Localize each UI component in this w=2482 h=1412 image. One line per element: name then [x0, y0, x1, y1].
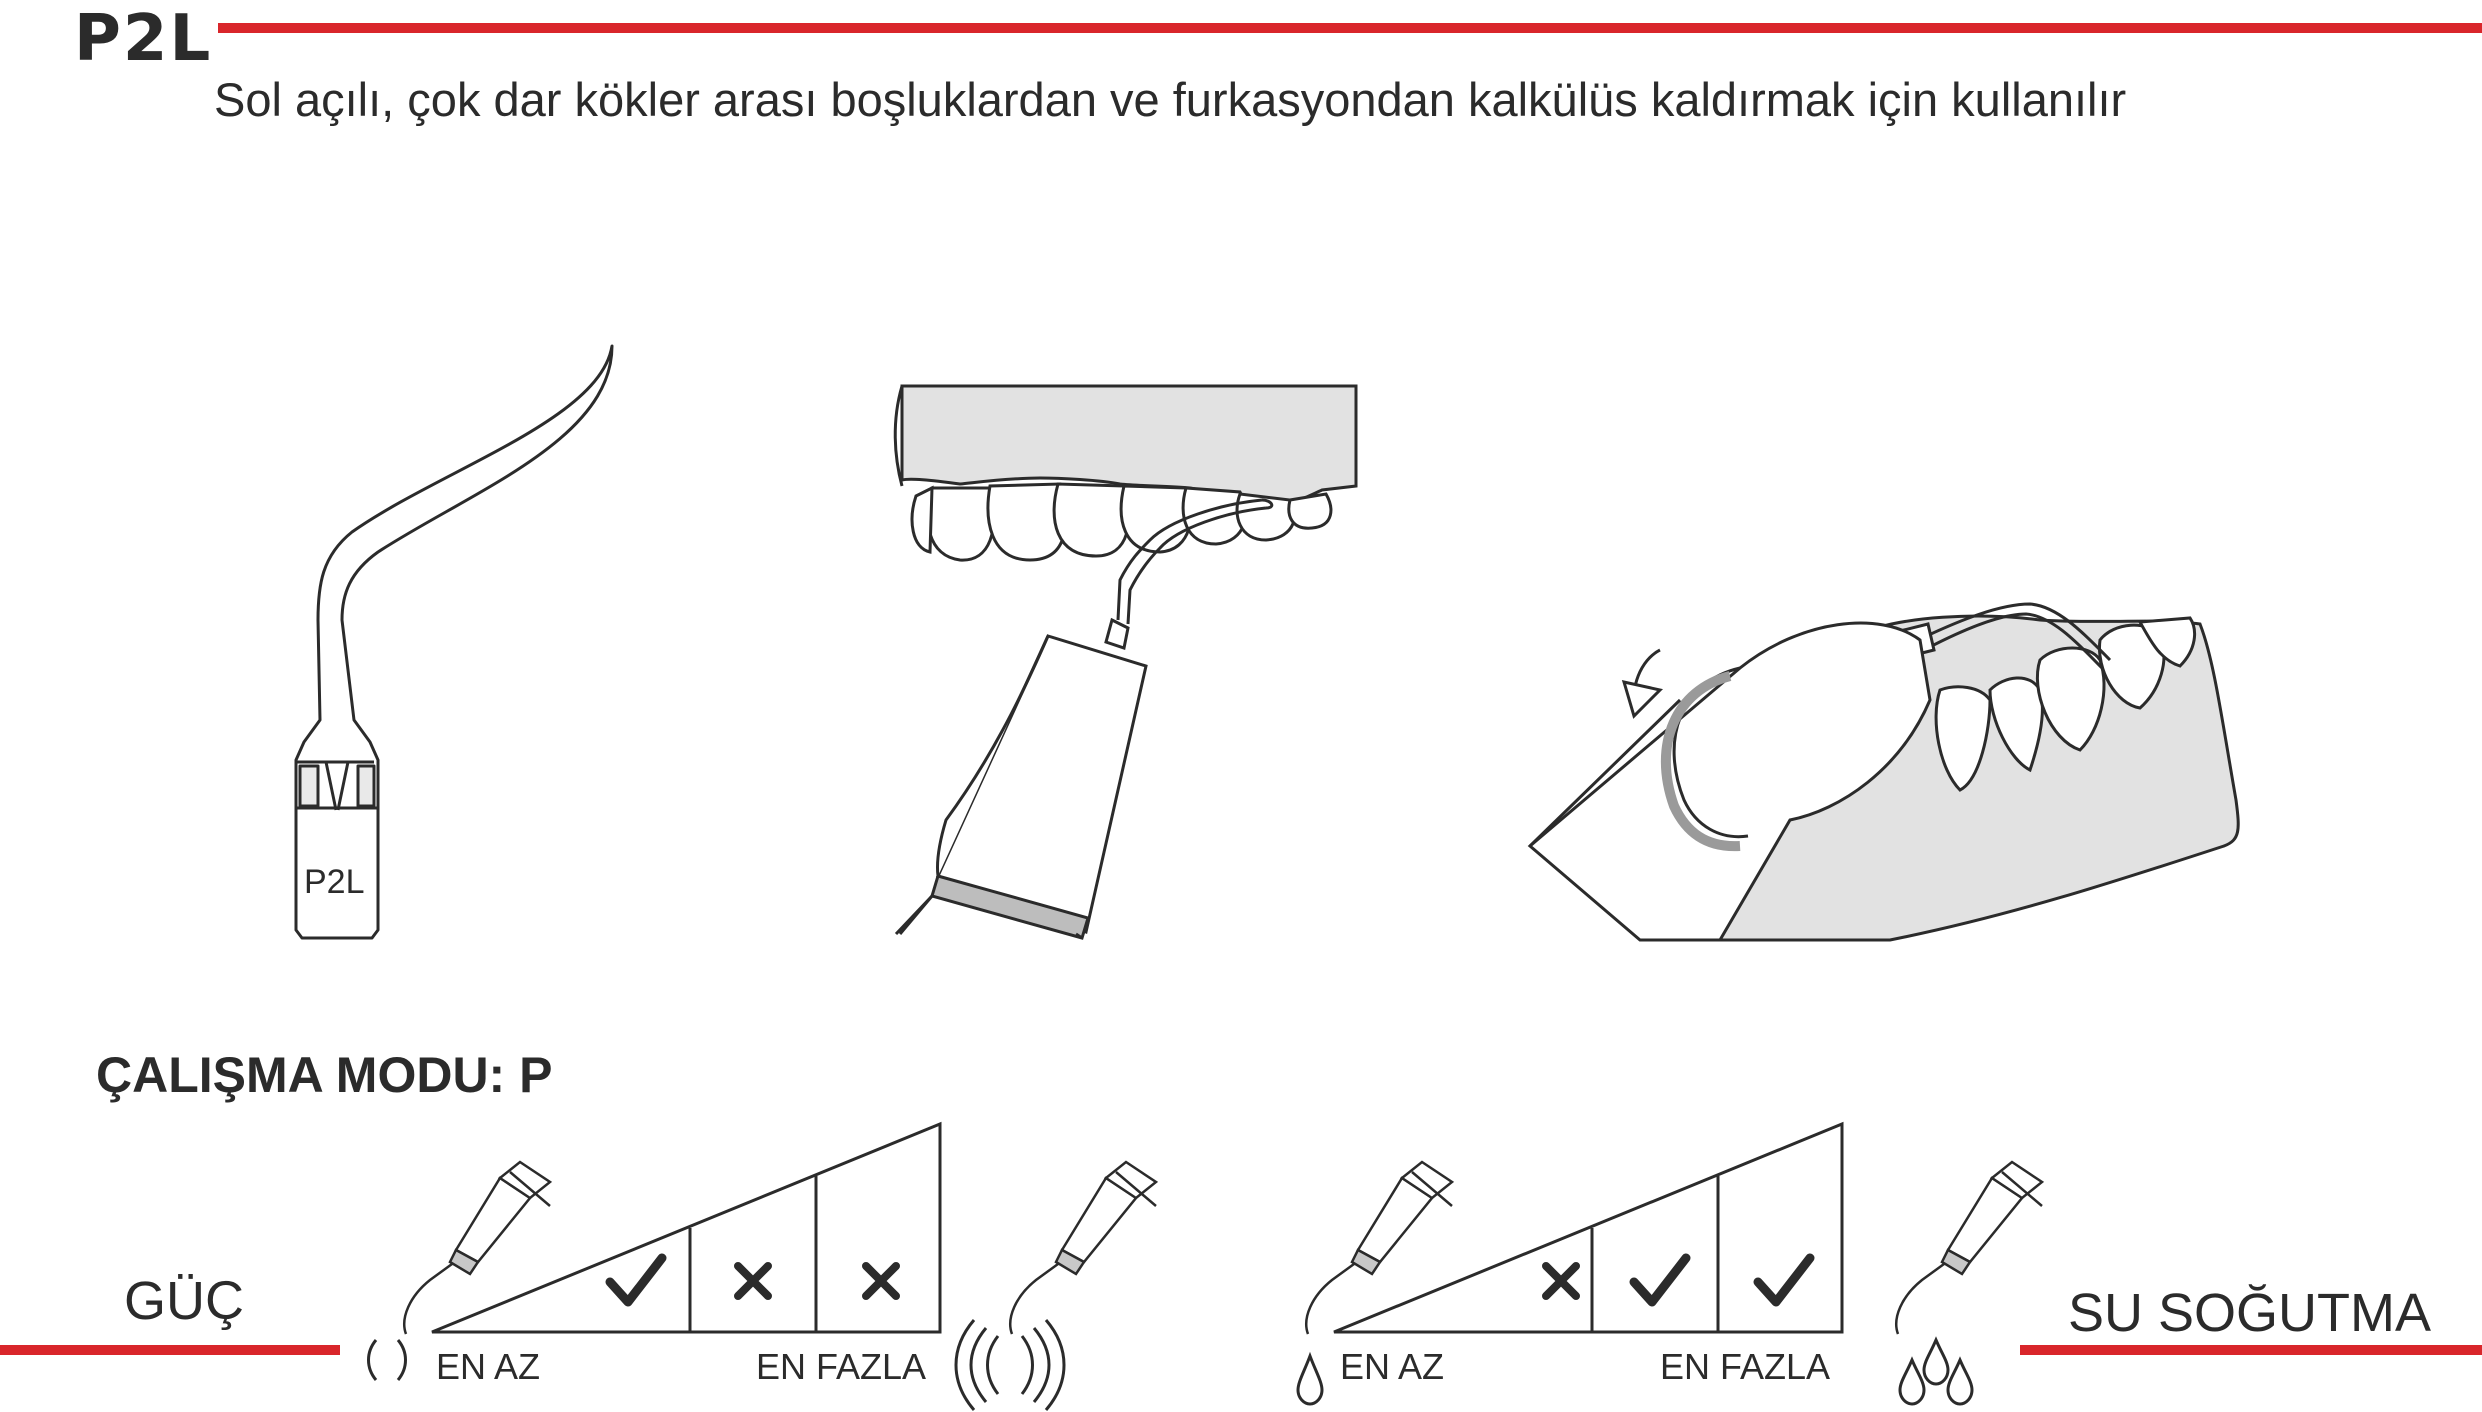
handpiece-icon-min-power — [403, 1160, 553, 1335]
multiple-drops-icon — [1898, 1336, 1974, 1406]
water-cross-mark-1 — [1542, 1262, 1580, 1300]
handpiece-right — [1527, 602, 2112, 942]
power-cross-mark-2 — [734, 1262, 772, 1300]
low-vibration-icon — [367, 1339, 407, 1381]
handpiece-icon-max-power — [1009, 1160, 1159, 1335]
power-check-mark-1 — [605, 1253, 667, 1307]
water-min-label: EN AZ — [1340, 1346, 1445, 1387]
tip-engraving: P2L — [304, 863, 365, 901]
power-max-label: EN FAZLA — [756, 1346, 927, 1387]
working-mode-label: ÇALIŞMA MODU: P — [96, 1047, 553, 1103]
water-scale-triangle — [1333, 1121, 1844, 1334]
power-rule — [0, 1345, 340, 1355]
water-check-mark-2 — [1629, 1253, 1691, 1307]
water-max-label: EN FAZLA — [1660, 1346, 1831, 1387]
header-rule — [218, 23, 2482, 33]
tip-description: Sol açılı, çok dar kökler arası boşlukla… — [214, 73, 2127, 126]
handpiece-icon-max-water — [1895, 1160, 2045, 1335]
power-label: GÜÇ — [124, 1271, 244, 1331]
tip-drawing — [294, 344, 614, 940]
water-check-mark-3 — [1753, 1253, 1815, 1307]
handpiece-middle — [894, 498, 1274, 940]
handpiece-icon-min-water — [1305, 1160, 1455, 1335]
high-vibration-icon — [954, 1319, 1066, 1411]
upper-teeth-illustration — [893, 384, 1358, 562]
power-scale-triangle — [431, 1121, 942, 1334]
water-cooling-label: SU SOĞUTMA — [2068, 1283, 2432, 1343]
single-drop-icon — [1296, 1351, 1324, 1406]
power-cross-mark-3 — [862, 1262, 900, 1300]
water-rule — [2020, 1345, 2482, 1355]
tip-code-title: P2L — [74, 2, 213, 76]
power-min-label: EN AZ — [436, 1346, 541, 1387]
